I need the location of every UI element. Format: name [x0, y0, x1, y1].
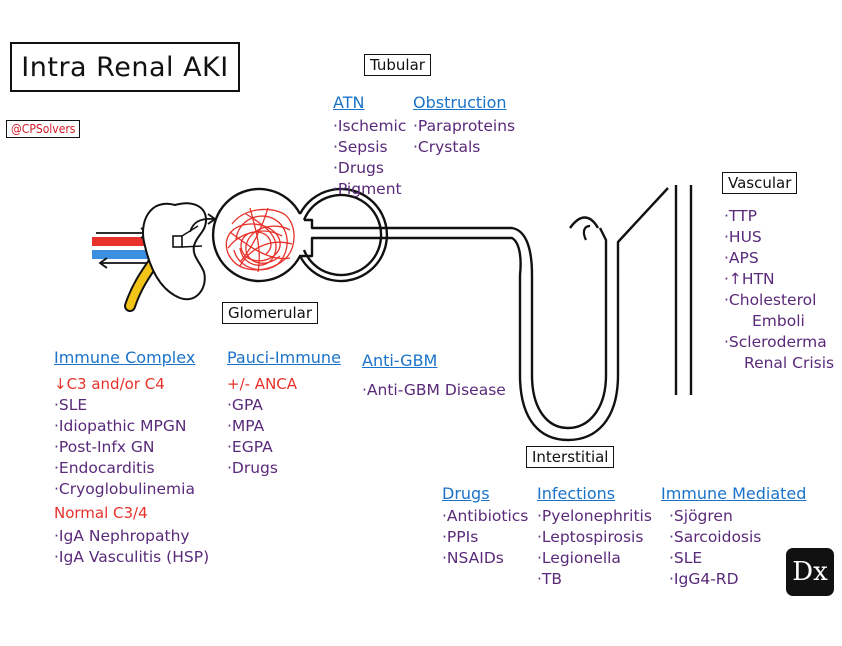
pauci-immune-column: Pauci-Immune +/- ANCA ·GPA ·MPA ·EGPA ·D…	[227, 348, 341, 479]
list-item: ·Crystals	[413, 138, 481, 156]
atn-column: ATN ·Ischemic ·Sepsis ·Drugs ·Pigment	[333, 93, 406, 200]
list-item: ·MPA	[227, 417, 265, 435]
list-item: ·Drugs	[333, 159, 384, 177]
glomerular-label: Glomerular	[222, 302, 319, 324]
immune-complex-heading: Immune Complex	[54, 348, 196, 367]
list-item: ·Pigment	[333, 180, 402, 198]
zoom-arrow-icon	[189, 217, 215, 233]
immune-mediated-heading: Immune Mediated	[661, 484, 807, 503]
list-item: ·Endocarditis	[54, 459, 155, 477]
list-item: ·Legionella	[537, 549, 621, 567]
artery-band	[92, 237, 160, 246]
list-item: ·TB	[537, 570, 563, 588]
list-item: ·Cholesterol	[724, 291, 817, 309]
normal-complement-label: Normal C3/4	[54, 504, 148, 522]
list-item: ·Cryoglobulinemia	[54, 480, 195, 498]
list-item: ·SLE	[54, 396, 88, 414]
glomerulus-scribble	[225, 207, 295, 273]
list-item: ·Scleroderma	[724, 333, 827, 351]
list-item: ·Sjögren	[669, 507, 733, 525]
pauci-immune-heading: Pauci-Immune	[227, 348, 341, 367]
list-item: ·Sarcoidosis	[669, 528, 762, 546]
obstruction-heading: Obstruction	[413, 93, 507, 112]
immune-complex-column: Immune Complex ↓C3 and/or C4 ·SLE ·Idiop…	[54, 348, 209, 568]
nephron-tubule	[211, 187, 669, 442]
list-item: ·Post-Infx GN	[54, 438, 155, 456]
immune-mediated-column: Immune Mediated ·Sjögren ·Sarcoidosis ·S…	[661, 484, 806, 590]
list-item: ·GPA	[227, 396, 263, 414]
list-item: ·EGPA	[227, 438, 273, 456]
list-item: ·Pyelonephritis	[537, 507, 652, 525]
list-item: Renal Crisis	[744, 354, 835, 372]
list-item: ·Anti-GBM Disease	[362, 381, 506, 399]
interstitial-label: Interstitial	[526, 446, 615, 468]
list-item: ·IgG4-RD	[669, 570, 739, 588]
drugs-heading: Drugs	[442, 484, 490, 503]
list-item: ·Sepsis	[333, 138, 388, 156]
anti-gbm-heading: Anti-GBM	[362, 351, 438, 370]
list-item: ·HUS	[724, 228, 762, 246]
infections-column: Infections ·Pyelonephritis ·Leptospirosi…	[537, 484, 652, 590]
list-item: ·Antibiotics	[442, 507, 529, 525]
infections-heading: Infections	[537, 484, 616, 503]
list-item: ·IgA Nephropathy	[54, 527, 190, 545]
low-complement-label: ↓C3 and/or C4	[54, 375, 165, 393]
vein-band	[92, 250, 160, 259]
list-item: ·↑HTN	[724, 270, 775, 288]
list-item: ·Idiopathic MPGN	[54, 417, 187, 435]
dx-logo: Dx	[786, 548, 834, 596]
list-item: ·SLE	[669, 549, 703, 567]
list-item: ·Ischemic	[333, 117, 407, 135]
vascular-column: ·TTP ·HUS ·APS ·↑HTN ·Cholesterol Emboli…	[724, 206, 834, 374]
list-item: ·APS	[724, 249, 759, 267]
list-item: ·Paraproteins	[413, 117, 516, 135]
list-item: ·PPIs	[442, 528, 479, 546]
author-handle: @CPSolvers	[6, 120, 81, 138]
list-item: ·TTP	[724, 207, 757, 225]
page-title: Intra Renal AKI	[10, 42, 240, 92]
list-item: ·IgA Vasculitis (HSP)	[54, 548, 210, 566]
list-item: ·NSAIDs	[442, 549, 504, 567]
atn-heading: ATN	[333, 93, 365, 112]
vascular-label: Vascular	[722, 172, 798, 194]
anti-gbm-column: Anti-GBM ·Anti-GBM Disease	[362, 351, 506, 401]
obstruction-column: Obstruction ·Paraproteins ·Crystals	[413, 93, 515, 158]
list-item: Emboli	[752, 312, 805, 330]
kidney-icon	[142, 202, 208, 301]
list-item: ·Leptospirosis	[537, 528, 644, 546]
list-item: ·Drugs	[227, 459, 278, 477]
tubular-label: Tubular	[364, 54, 431, 76]
interstitial-drugs-column: Drugs ·Antibiotics ·PPIs ·NSAIDs	[442, 484, 528, 569]
anca-label: +/- ANCA	[227, 375, 298, 393]
